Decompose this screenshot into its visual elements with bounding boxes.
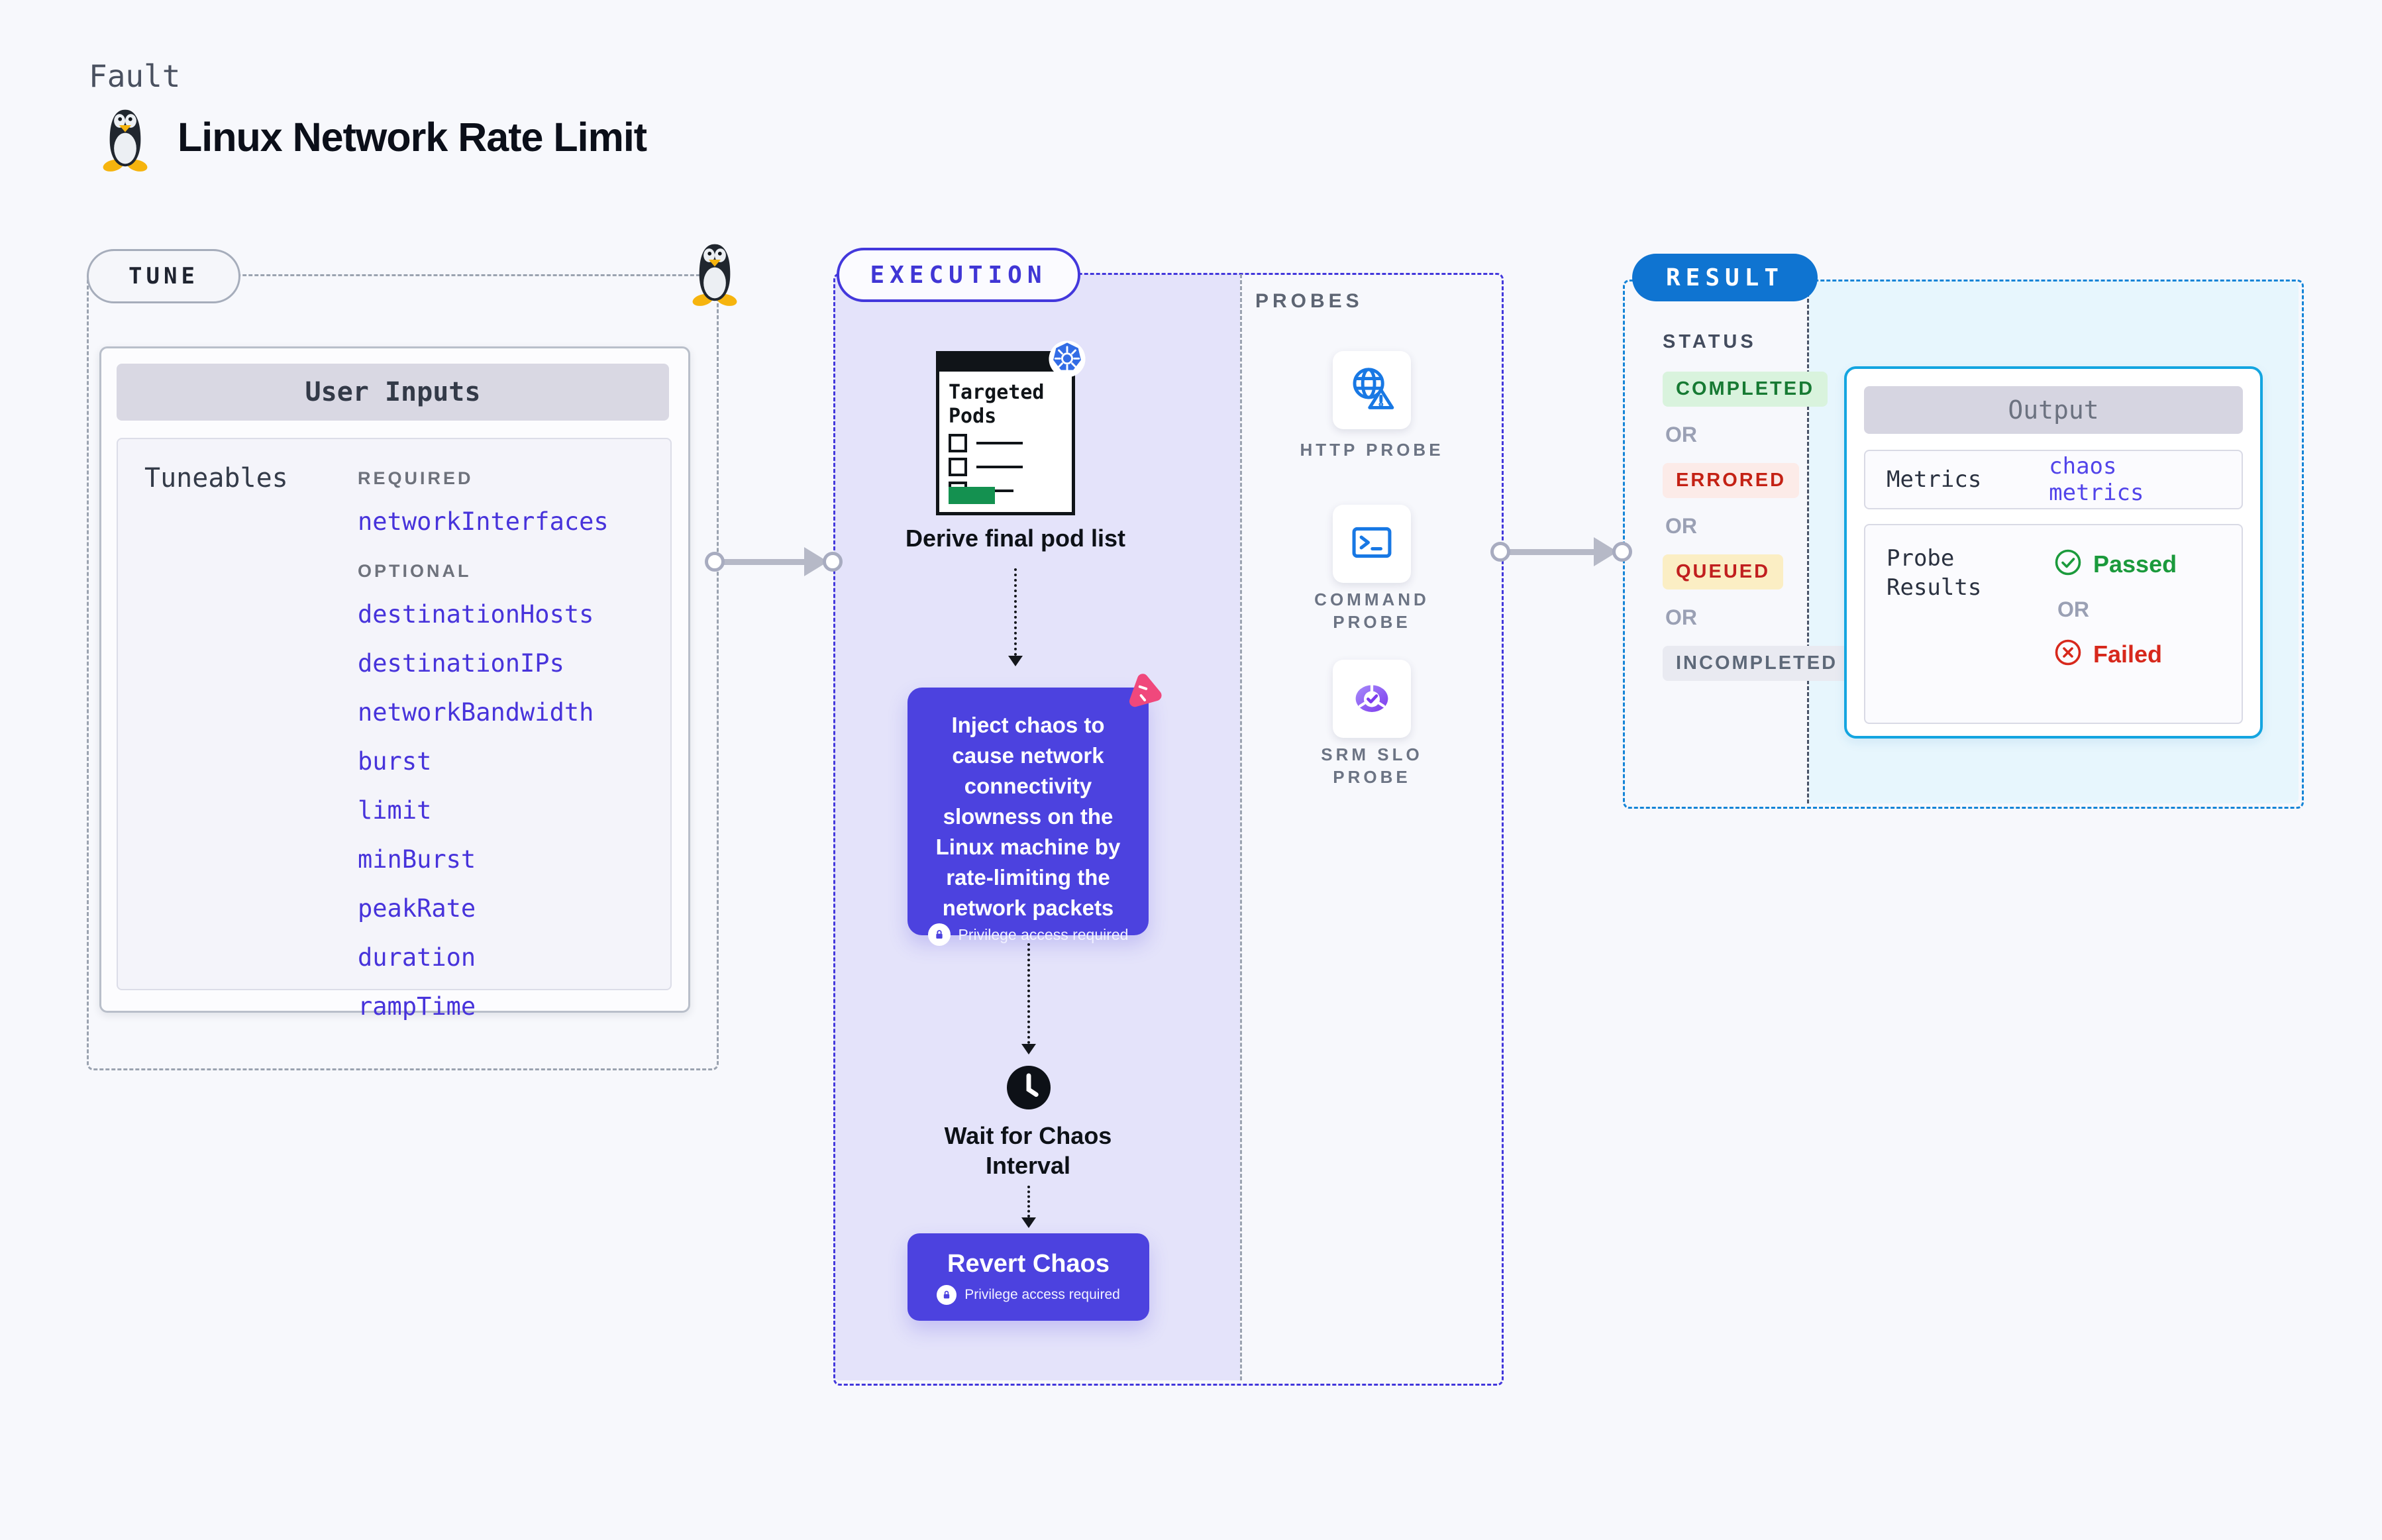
status-badge-completed: COMPLETED <box>1663 372 1828 407</box>
check-circle-icon <box>2053 548 2083 580</box>
inject-chaos-step: Inject chaos to cause network connectivi… <box>907 674 1162 946</box>
metrics-label: Metrics <box>1887 466 1982 493</box>
tuneable-link[interactable]: destinationHosts <box>358 600 594 629</box>
status-badge-incompleted: INCOMPLETED <box>1663 646 1851 681</box>
http-probe-card <box>1333 351 1411 429</box>
probe-results-label: Probe Results <box>1887 544 2053 704</box>
targeted-pods-icon: Targeted Pods <box>936 340 1086 515</box>
execution-section-pill: EXECUTION <box>837 248 1080 302</box>
tune-section-container <box>87 274 719 1070</box>
page-title: Linux Network Rate Limit <box>178 115 647 160</box>
tune-to-execution-arrow <box>705 547 843 576</box>
revert-chaos-label: Revert Chaos <box>947 1249 1110 1278</box>
srm-slo-probe-card <box>1333 660 1411 738</box>
or-separator: OR <box>1665 514 1697 538</box>
lock-icon <box>927 923 951 946</box>
or-separator: OR <box>1665 605 1697 629</box>
probes-heading: PROBES <box>1255 290 1363 312</box>
user-inputs-title: User Inputs <box>117 364 669 421</box>
slo-donut-check-icon <box>1346 672 1398 727</box>
targeted-pods-progress-bar <box>949 487 995 504</box>
wait-for-chaos-caption: Wait for Chaos Interval <box>944 1122 1112 1179</box>
command-probe-label: COMMAND PROBE <box>1314 590 1429 632</box>
fault-eyebrow: Fault <box>89 58 181 94</box>
arrow-down-icon <box>1008 656 1023 666</box>
execution-probes-divider <box>1240 274 1242 1380</box>
globe-alert-icon <box>1346 363 1398 418</box>
revert-chaos-step: Revert Chaos Privilege access required <box>907 1233 1149 1321</box>
flow-connector <box>1027 1186 1030 1217</box>
metrics-row: Metrics chaos metrics <box>1864 450 2243 509</box>
derive-pod-list-caption: Derive final pod list <box>905 525 1126 552</box>
status-badge-errored: ERRORED <box>1663 463 1800 498</box>
tune-section-pill: TUNE <box>87 249 240 303</box>
arrow-down-icon <box>1021 1044 1036 1054</box>
tuneables-panel <box>117 438 672 990</box>
tuneable-link[interactable]: peakRate <box>358 894 476 923</box>
flow-connector <box>1014 568 1017 656</box>
required-heading: REQUIRED <box>358 468 474 488</box>
srm-slo-probe-label: SRM SLO PROBE <box>1321 744 1423 787</box>
command-probe-card <box>1333 505 1411 583</box>
output-card: Output Metrics chaos metrics Probe Resul… <box>1844 366 2263 739</box>
result-status-output-divider <box>1807 281 1809 803</box>
passed-label: Passed <box>2093 550 2177 578</box>
tuneable-link[interactable]: burst <box>358 747 432 776</box>
privilege-note: Privilege access required <box>964 1286 1120 1302</box>
arrow-down-icon <box>1021 1217 1036 1228</box>
flow-connector <box>1027 943 1030 1044</box>
tuneables-label: Tuneables <box>144 463 288 493</box>
http-probe-label: HTTP PROBE <box>1300 440 1444 460</box>
optional-heading: OPTIONAL <box>358 561 472 581</box>
tuneable-link[interactable]: minBurst <box>358 845 476 874</box>
or-separator: OR <box>1665 423 1697 446</box>
targeted-pods-label: Targeted Pods <box>949 381 1045 428</box>
tuneable-link[interactable]: limit <box>358 796 432 825</box>
kubernetes-icon <box>1048 340 1086 378</box>
chaos-metrics-link[interactable]: chaos metrics <box>2049 453 2144 506</box>
result-section-pill: RESULT <box>1632 254 1818 301</box>
failed-label: Failed <box>2093 640 2163 668</box>
probe-results-row: Probe Results Passed OR <box>1864 524 2243 724</box>
tuneables-list: REQUIRED networkInterfaces OPTIONAL dest… <box>358 456 609 1034</box>
tux-penguin-icon <box>689 242 741 306</box>
chaos-pink-icon <box>1121 668 1166 713</box>
lock-icon <box>937 1284 957 1305</box>
tuneable-link[interactable]: networkBandwidth <box>358 698 594 727</box>
tux-penguin-icon <box>99 108 151 172</box>
tuneable-link[interactable]: duration <box>358 943 476 972</box>
status-list: STATUS COMPLETED OR ERRORED OR QUEUED OR… <box>1663 331 1851 697</box>
execution-to-result-arrow <box>1490 537 1632 566</box>
tuneable-link[interactable]: rampTime <box>358 992 476 1021</box>
status-badge-queued: QUEUED <box>1663 554 1784 590</box>
tuneable-link[interactable]: destinationIPs <box>358 649 564 678</box>
tuneable-link[interactable]: networkInterfaces <box>358 507 609 536</box>
execution-section-container <box>833 273 1504 1386</box>
clock-icon <box>1005 1064 1053 1111</box>
x-circle-icon <box>2053 638 2083 670</box>
terminal-icon <box>1347 517 1397 571</box>
output-title: Output <box>1864 386 2243 434</box>
privilege-note: Privilege access required <box>958 925 1129 943</box>
inject-chaos-description: Inject chaos to cause network connectivi… <box>935 713 1121 920</box>
probe-results-text: Probe Results <box>1887 545 1982 601</box>
status-heading: STATUS <box>1663 331 1757 352</box>
or-separator: OR <box>2057 597 2089 621</box>
